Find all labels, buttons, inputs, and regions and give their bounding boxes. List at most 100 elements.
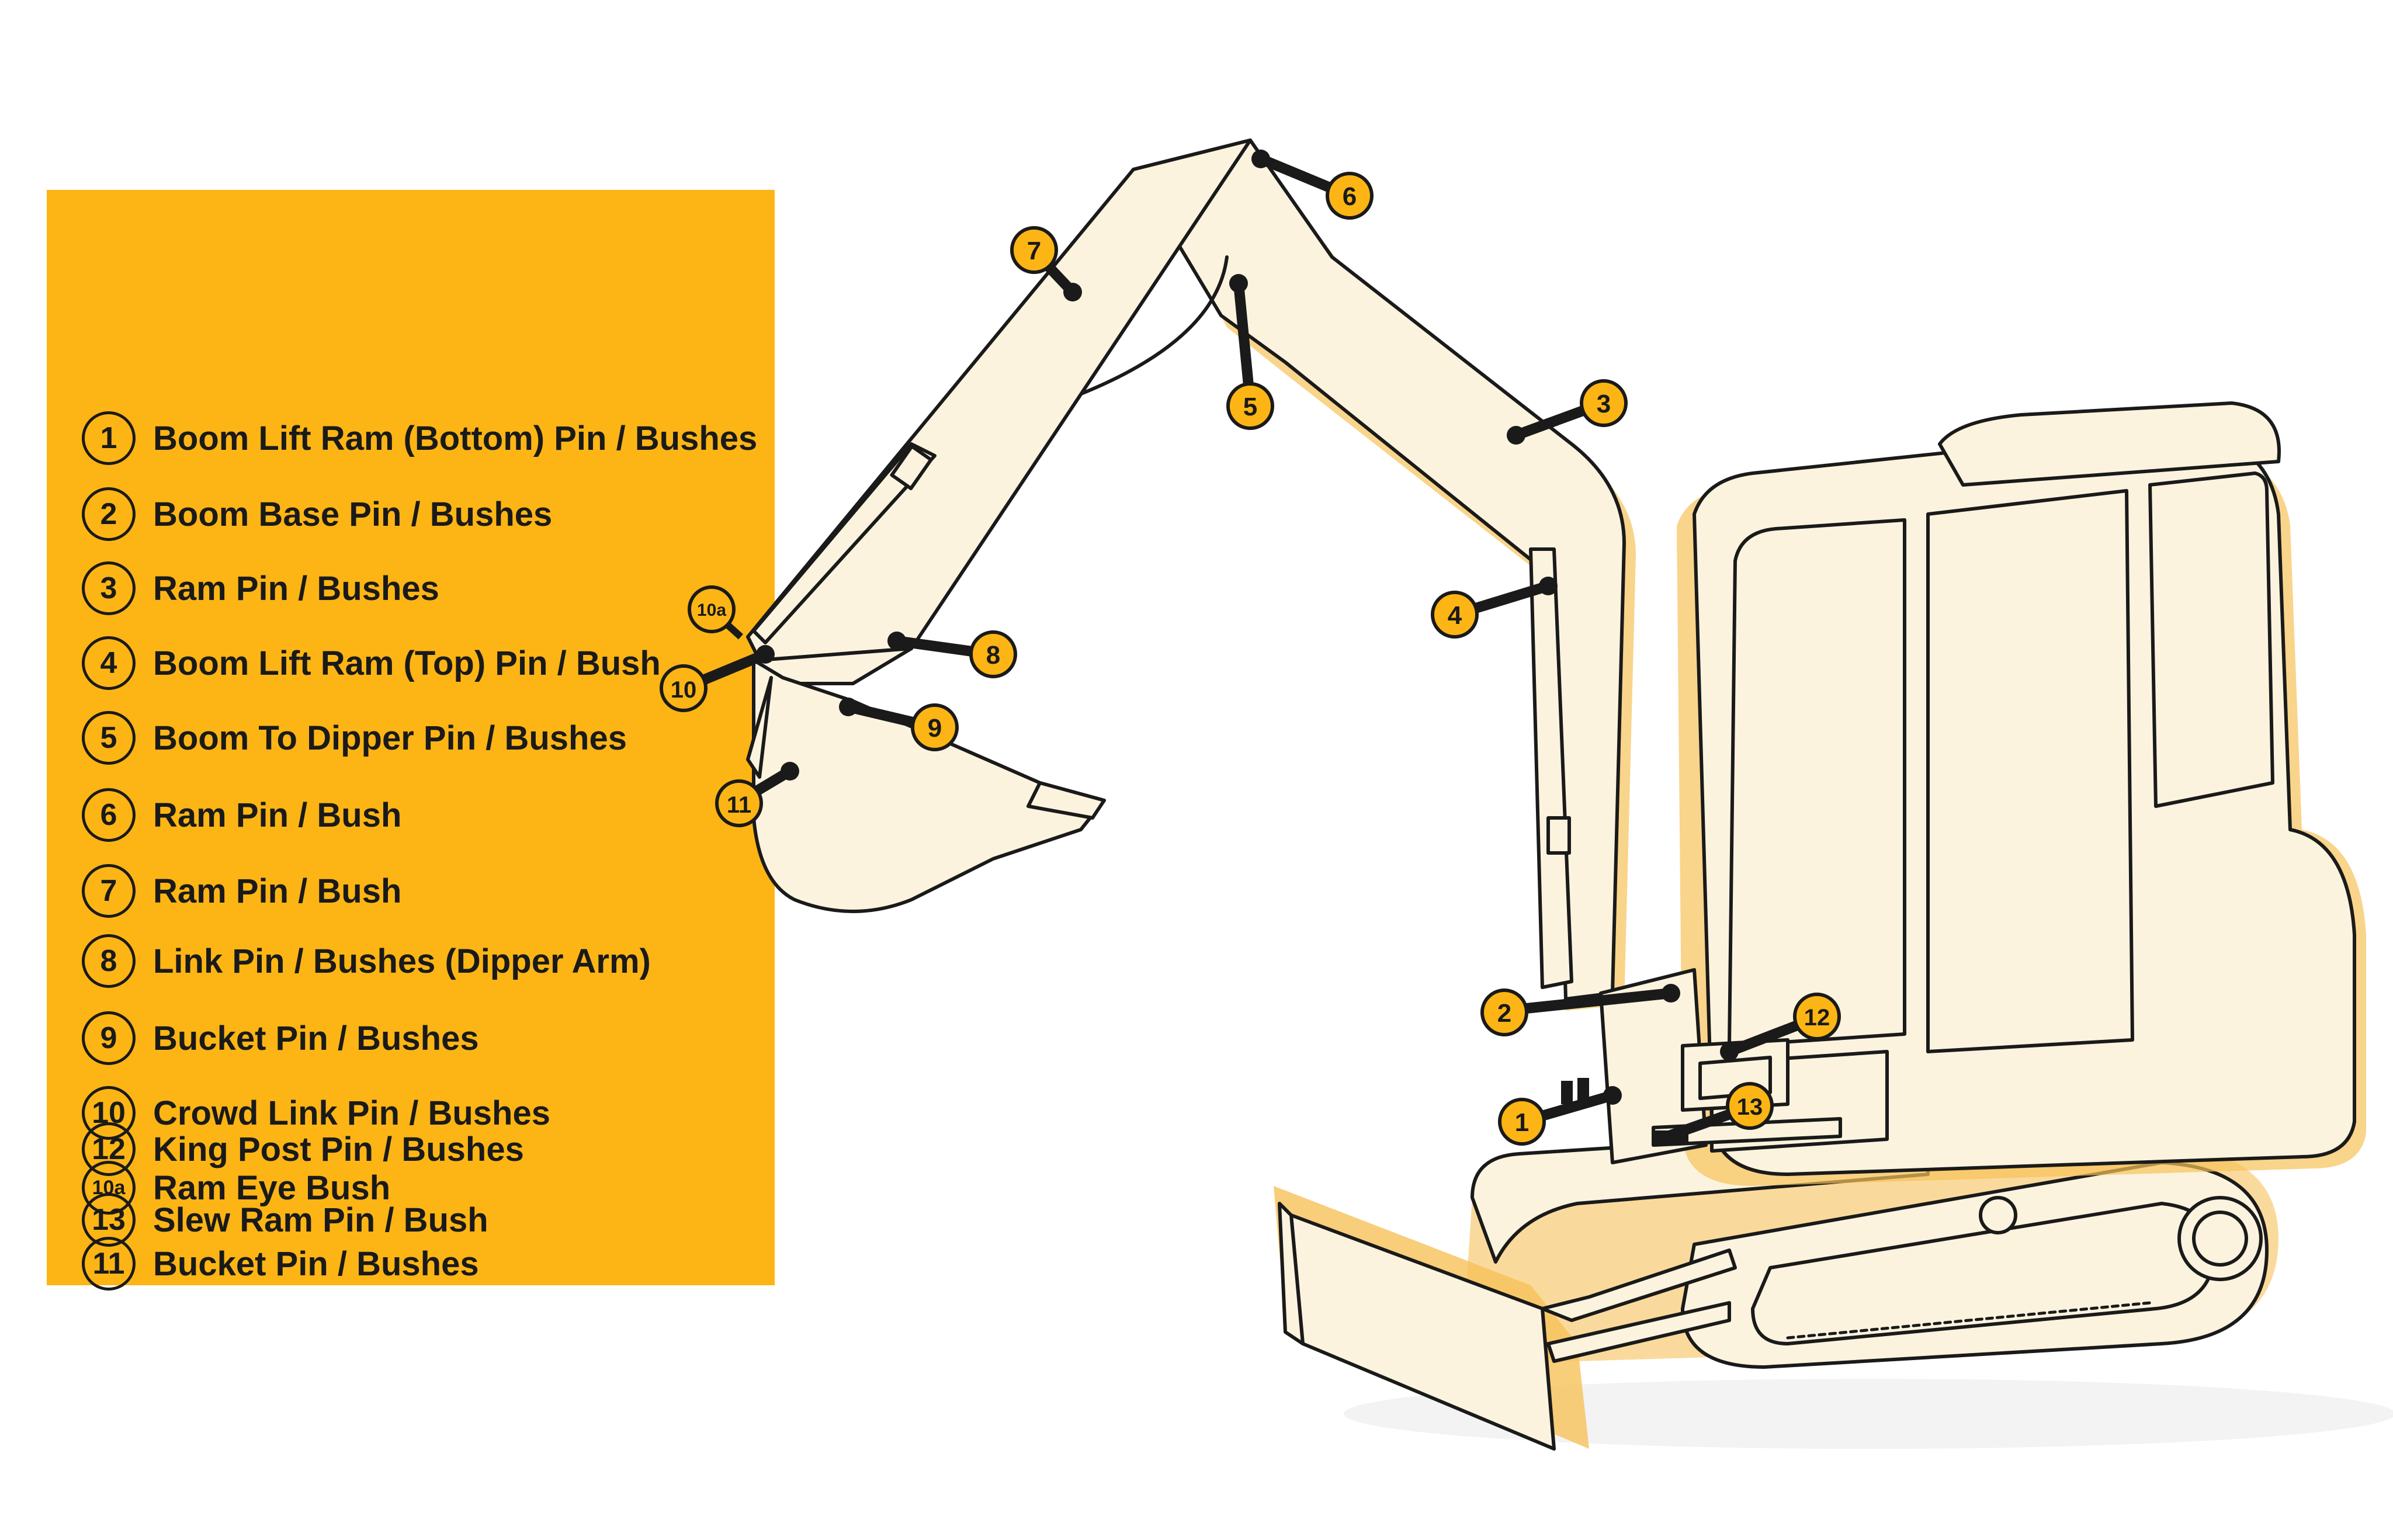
legend-number-badge: 7 — [82, 864, 136, 918]
callout-10a: 10a — [688, 585, 744, 640]
legend-number-badge: 2 — [82, 487, 136, 541]
legend-panel: 1 Boom Lift Ram (Bottom) Pin / Bushes 2 … — [47, 190, 775, 1291]
legend-number-badge: 6 — [82, 788, 136, 842]
legend-label: Ram Pin / Bush — [153, 872, 402, 910]
pin-dot — [1251, 150, 1270, 168]
callout-badge — [1726, 1082, 1774, 1130]
callout-label: 13 — [1737, 1094, 1763, 1120]
legend-label: Bucket Pin / Bushes — [153, 1019, 479, 1057]
legend-label: Slew Ram Pin / Bush — [153, 1201, 488, 1239]
callout-label: 8 — [986, 641, 1000, 670]
excavator-illustration — [746, 138, 2393, 1451]
callout-9: 9 — [839, 698, 959, 751]
pin-dot — [1229, 274, 1248, 293]
pin-dot — [1507, 426, 1525, 445]
callout-label: 3 — [1597, 390, 1611, 418]
legend-label: Link Pin / Bushes (Dipper Arm) — [153, 942, 651, 980]
callout-badge — [660, 664, 708, 712]
legend-item-6: 6 Ram Pin / Bush — [82, 786, 401, 844]
legend-label: Boom To Dipper Pin / Bushes — [153, 719, 627, 757]
callout-label: 6 — [1343, 182, 1357, 211]
pin-dot — [1603, 1086, 1622, 1105]
legend-number-badge: 9 — [82, 1011, 136, 1065]
legend-label: Ram Pin / Bush — [153, 796, 402, 834]
legend-item-13: 13 Slew Ram Pin / Bush — [82, 1191, 488, 1249]
legend-number-badge: 3 — [82, 561, 136, 615]
callout-3: 3 — [1507, 379, 1628, 445]
pin-dot — [1662, 984, 1680, 1003]
legend-number-badge: 1 — [82, 411, 136, 465]
callout-5: 5 — [1226, 274, 1274, 430]
callout-6: 6 — [1251, 150, 1374, 220]
callouts-layer: 6 7 5 3 4 — [660, 150, 1841, 1146]
pin-dot — [756, 645, 775, 664]
legend-item-8: 8 Link Pin / Bushes (Dipper Arm) — [82, 932, 651, 990]
callout-badge — [1498, 1098, 1546, 1146]
callout-label: 5 — [1243, 393, 1257, 421]
callout-label: 12 — [1804, 1005, 1830, 1031]
callout-badge — [1010, 226, 1058, 274]
callout-badge — [1431, 591, 1479, 639]
callout-badge — [1480, 988, 1528, 1036]
pin-dot — [887, 632, 906, 650]
callout-10: 10 — [660, 645, 775, 712]
pin-dot — [781, 762, 799, 781]
legend-number-badge: 4 — [82, 636, 136, 690]
callout-12: 12 — [1720, 993, 1841, 1061]
callout-label: 2 — [1497, 999, 1511, 1028]
legend-item-9: 9 Bucket Pin / Bushes — [82, 1009, 479, 1067]
legend-label: Boom Lift Ram (Top) Pin / Bush — [153, 644, 661, 682]
pin-dot — [1577, 1078, 1589, 1101]
legend-item-3: 3 Ram Pin / Bushes — [82, 559, 439, 618]
callout-1: 1 — [1498, 1078, 1622, 1146]
callout-label: 10 — [671, 677, 697, 703]
callout-label: 9 — [928, 714, 942, 743]
legend-label: King Post Pin / Bushes — [153, 1130, 524, 1168]
pin-dot — [1653, 1130, 1688, 1143]
leader-line — [1504, 988, 1671, 1016]
callout-7: 7 — [1010, 226, 1082, 301]
callout-label: 1 — [1515, 1108, 1529, 1137]
legend-label: Boom Base Pin / Bushes — [153, 495, 553, 533]
legend-number-badge: 13 — [82, 1193, 136, 1247]
callout-13: 13 — [1653, 1082, 1774, 1144]
legend-label: Bucket Pin / Bushes — [153, 1244, 479, 1283]
callout-8: 8 — [887, 630, 1017, 678]
legend-item-10: 10 Crowd Link Pin / Bushes — [82, 1084, 550, 1142]
pin-dot — [1720, 1042, 1739, 1061]
callout-label: 4 — [1448, 601, 1462, 630]
pin-dot — [839, 698, 858, 716]
callout-label: 11 — [727, 792, 751, 818]
legend-item-10a: 10a Ram Eye Bush — [82, 1159, 390, 1217]
callout-badge — [1793, 993, 1841, 1040]
pin-dot — [1539, 577, 1558, 595]
legend-item-5: 5 Boom To Dipper Pin / Bushes — [82, 709, 627, 767]
legend-number-badge: 8 — [82, 934, 136, 988]
pin-dot — [1063, 283, 1082, 301]
legend-label: Ram Pin / Bushes — [153, 569, 439, 608]
callout-badge — [1580, 379, 1628, 427]
legend-number-badge: 12 — [82, 1122, 136, 1176]
callout-label: 7 — [1027, 237, 1041, 265]
callout-11: 11 — [715, 762, 799, 827]
legend-item-4: 4 Boom Lift Ram (Top) Pin / Bush — [82, 634, 661, 692]
legend-label: Crowd Link Pin / Bushes — [153, 1094, 550, 1132]
legend-label: Boom Lift Ram (Bottom) Pin / Bushes — [153, 419, 758, 457]
legend-item-12: 12 King Post Pin / Bushes — [82, 1120, 524, 1178]
legend-number-badge: 5 — [82, 711, 136, 765]
callout-4: 4 — [1431, 577, 1558, 639]
legend-item-2: 2 Boom Base Pin / Bushes — [82, 485, 552, 543]
callout-badge — [688, 585, 736, 633]
callout-2: 2 — [1480, 984, 1680, 1036]
callout-badge — [715, 779, 763, 827]
callout-badge — [1326, 172, 1374, 220]
legend-item-7: 7 Ram Pin / Bush — [82, 862, 401, 920]
callout-badge — [1226, 382, 1274, 430]
legend-item-11: 11 Bucket Pin / Bushes — [82, 1234, 479, 1293]
callout-badge — [911, 703, 959, 751]
callout-badge — [969, 630, 1017, 678]
pin-dot — [1561, 1081, 1573, 1104]
callout-label: 10a — [697, 601, 726, 620]
legend-label: Ram Eye Bush — [153, 1168, 391, 1207]
